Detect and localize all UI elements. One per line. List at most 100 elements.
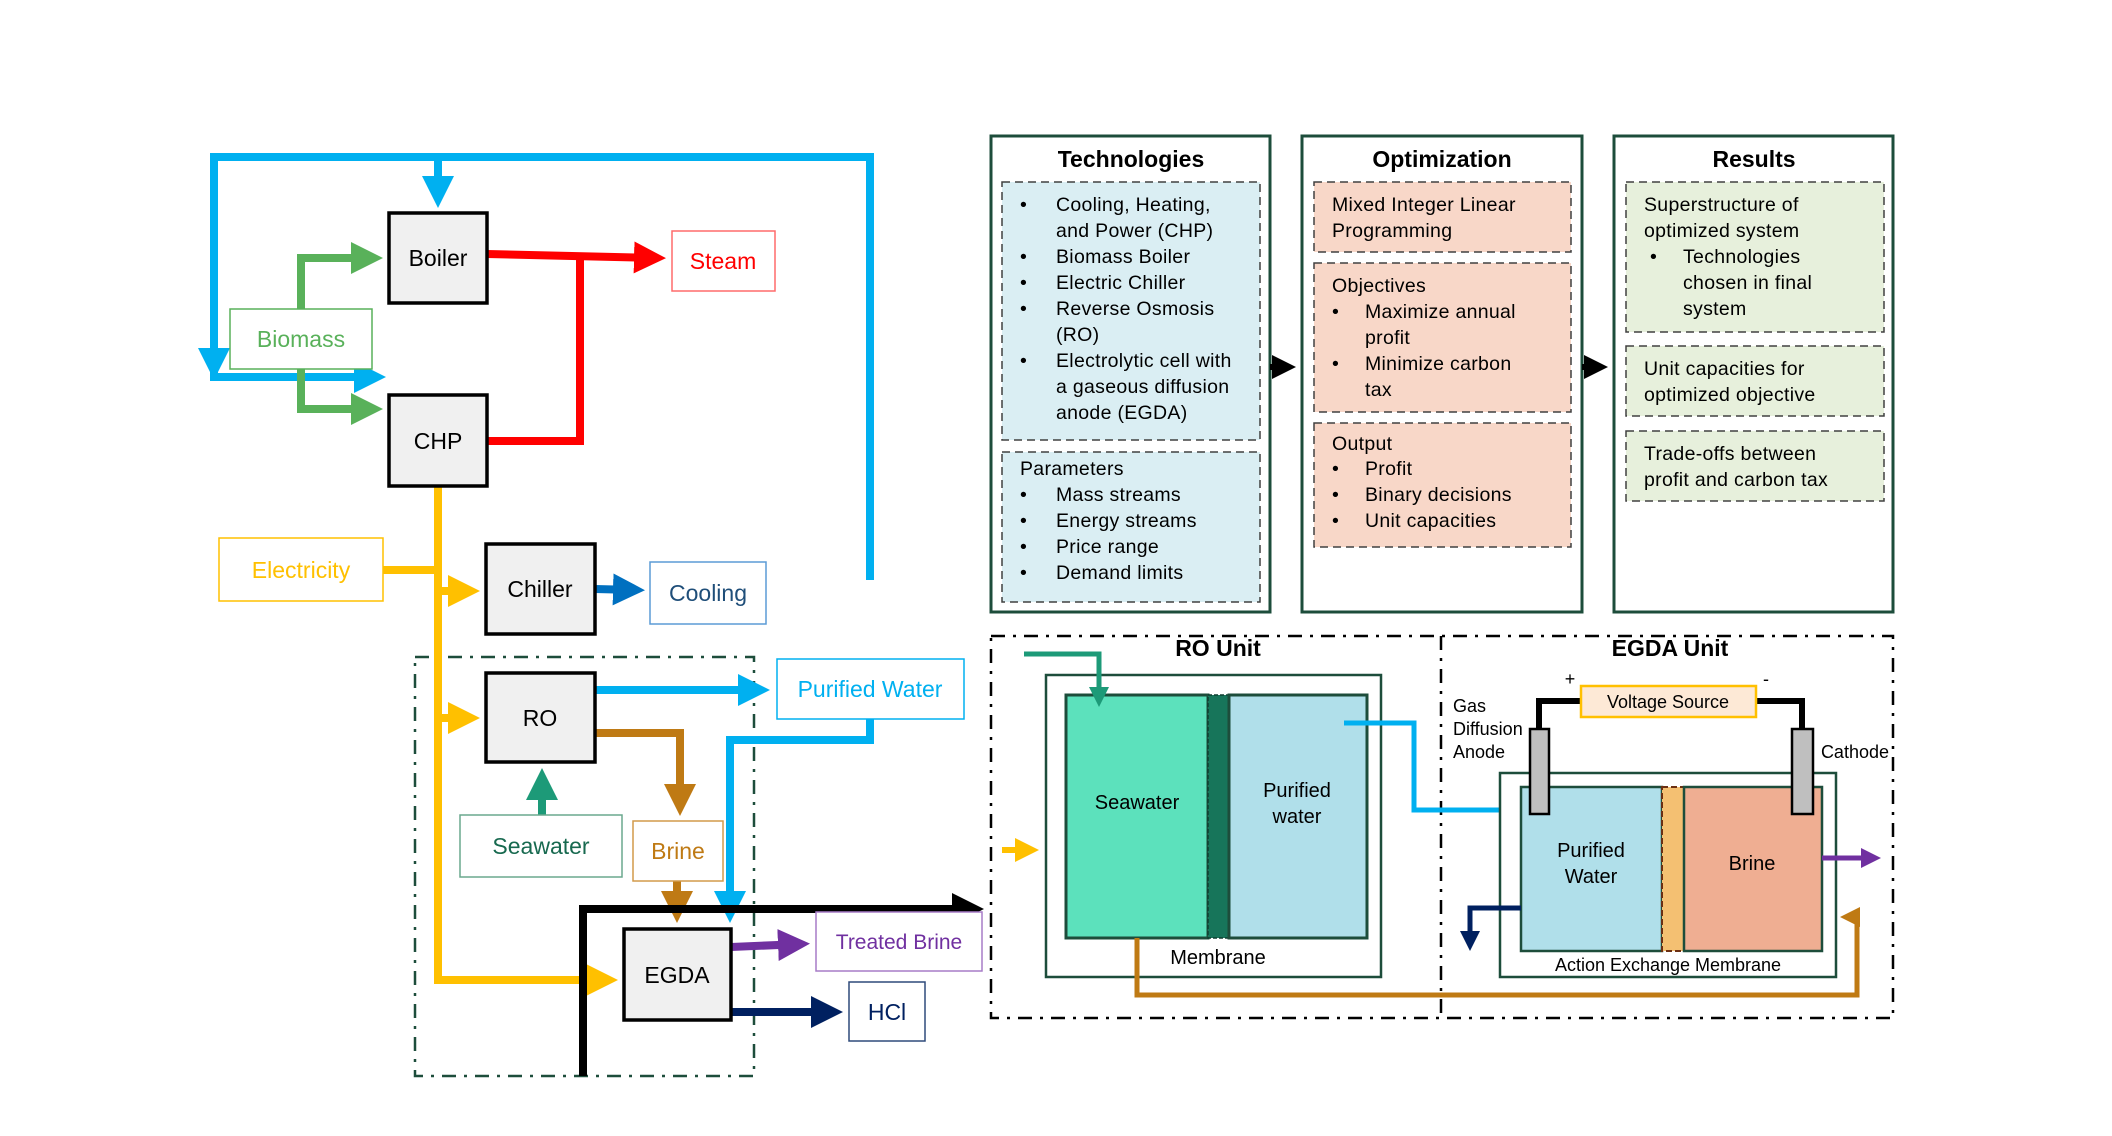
ro-unit-title: RO Unit xyxy=(1175,635,1261,661)
output-heading: Output xyxy=(1332,433,1393,455)
list-item: Minimize carbon xyxy=(1365,353,1511,375)
list-item: system xyxy=(1683,298,1747,320)
bullet-icon: • xyxy=(1332,484,1339,506)
panel-technologies-title: Technologies xyxy=(1058,146,1205,172)
ro-brine-to-egda-arrow xyxy=(1134,907,1860,998)
technologies-list-box xyxy=(1001,181,1261,441)
egda-to-treated-brine-line xyxy=(730,929,810,961)
ro-membrane-label: Membrane xyxy=(1170,947,1266,969)
ro-purified-to-egda-arrow xyxy=(1344,720,1525,820)
objectives-heading: Objectives xyxy=(1332,275,1426,297)
anode-label-line2: Diffusion xyxy=(1453,719,1523,739)
list-item: Maximize annual xyxy=(1365,301,1516,323)
panel-optimization-title: Optimization xyxy=(1372,146,1511,172)
bullet-icon: • xyxy=(1020,246,1027,268)
unit-boiler[interactable]: Boiler xyxy=(387,211,489,305)
ro-to-brine-line xyxy=(595,729,696,816)
chp-to-steam-line xyxy=(487,258,584,445)
text-line: Unit capacities for xyxy=(1644,358,1805,380)
panel-results-title: Results xyxy=(1712,146,1795,172)
biomass-to-boiler-line xyxy=(297,242,383,309)
list-item: Mass streams xyxy=(1056,484,1181,506)
ro-seawater-chamber xyxy=(1064,693,1210,940)
bullet-icon: • xyxy=(1332,510,1339,532)
list-item: Reverse Osmosis xyxy=(1056,298,1214,320)
unit-chp[interactable]: CHP xyxy=(387,393,489,488)
egda-purified-label-line2: Water xyxy=(1565,866,1618,888)
cathode-label: Cathode xyxy=(1821,742,1889,762)
capacities-box xyxy=(1625,345,1885,417)
egda-purified-label-line1: Purified xyxy=(1557,840,1625,862)
list-item: anode (EGDA) xyxy=(1056,402,1188,424)
list-item: Cooling, Heating, xyxy=(1056,194,1211,216)
anode-electrode xyxy=(1528,727,1551,816)
stream-electricity: Electricity xyxy=(218,537,384,602)
anode-label-line1: Gas xyxy=(1453,696,1486,716)
panel-optimization: Optimization Mixed Integer LinearProgram… xyxy=(1300,134,1584,614)
purified-water-recycle-line xyxy=(198,153,874,580)
boiler-to-steam-line xyxy=(486,241,666,274)
unit-chp-label: CHP xyxy=(414,428,463,454)
list-item: Electrolytic cell with xyxy=(1056,350,1232,372)
flowsheet: Boiler CHP Chiller RO EGDA Biomass Steam xyxy=(198,153,984,1078)
unit-chiller-label: Chiller xyxy=(507,576,573,602)
egda-unit-title: EGDA Unit xyxy=(1612,635,1729,661)
egda-membrane-label: Action Exchange Membrane xyxy=(1555,955,1781,975)
text-line: Programming xyxy=(1332,220,1452,242)
stream-biomass: Biomass xyxy=(229,308,373,370)
list-item: (RO) xyxy=(1056,324,1099,346)
objectives-box xyxy=(1313,262,1572,413)
stream-treated-brine-label: Treated Brine xyxy=(836,931,962,954)
biomass-to-chp-line xyxy=(297,369,383,425)
list-item: Unit capacities xyxy=(1365,510,1496,532)
purified-water-to-chp-line xyxy=(210,361,386,393)
unit-ro[interactable]: RO xyxy=(484,671,597,764)
list-item: Biomass Boiler xyxy=(1056,246,1190,268)
stream-electricity-label: Electricity xyxy=(252,557,351,583)
ro-seawater-inlet-arrow xyxy=(1024,651,1109,707)
chp-electricity-trunk xyxy=(434,486,618,996)
unit-chiller[interactable]: Chiller xyxy=(484,542,597,636)
stream-purified-water: Purified Water xyxy=(776,658,965,720)
list-item: Demand limits xyxy=(1056,562,1183,584)
stream-brine: Brine xyxy=(632,820,724,882)
stream-hcl: HCl xyxy=(848,981,926,1042)
list-item: Binary decisions xyxy=(1365,484,1512,506)
unit-boiler-label: Boiler xyxy=(409,245,468,271)
text-line: optimized system xyxy=(1644,220,1799,242)
egda-wire-negative xyxy=(1756,698,1805,729)
egda-unit-detail: EGDA Unit Voltage Source + - Gas Diffusi… xyxy=(1453,635,1889,979)
parameters-list: •Mass streams•Energy streams•Price range… xyxy=(1020,484,1196,584)
output-list: •Profit•Binary decisions•Unit capacities xyxy=(1332,458,1512,532)
bullet-icon: • xyxy=(1020,350,1027,372)
list-item: Electric Chiller xyxy=(1056,272,1186,294)
stream-steam: Steam xyxy=(671,230,776,292)
bullet-icon: • xyxy=(1020,562,1027,584)
list-item: Technologies xyxy=(1683,246,1800,268)
ro-membrane xyxy=(1207,694,1230,939)
tradeoffs-box xyxy=(1625,430,1885,502)
technologies-list: • Cooling, Heating, and Power (CHP) • Biomas… xyxy=(1020,194,1232,424)
stream-biomass-label: Biomass xyxy=(257,326,345,352)
stream-brine-label: Brine xyxy=(651,838,705,864)
ro-purified-chamber xyxy=(1227,693,1369,940)
bullet-icon: • xyxy=(1332,301,1339,323)
ro-unit-detail: RO Unit Seawater Purified water Membrane xyxy=(1002,635,1383,979)
ro-purified-label-line1: Purified xyxy=(1263,780,1331,802)
list-item: a gaseous diffusion xyxy=(1056,376,1229,398)
list-item: and Power (CHP) xyxy=(1056,220,1213,242)
method-box xyxy=(1313,181,1572,253)
voltage-minus-label: - xyxy=(1763,669,1769,689)
egda-brine-label: Brine xyxy=(1729,853,1776,875)
stream-treated-brine: Treated Brine xyxy=(815,911,983,972)
bullet-icon: • xyxy=(1020,536,1027,558)
list-item: Profit xyxy=(1365,458,1413,480)
stream-cooling: Cooling xyxy=(649,561,767,625)
unit-egda[interactable]: EGDA xyxy=(622,927,733,1022)
list-item: chosen in final xyxy=(1683,272,1812,294)
